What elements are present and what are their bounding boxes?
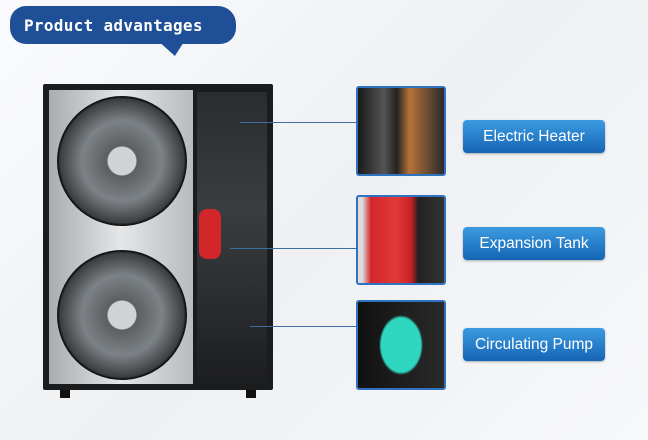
tank-in-unit <box>199 209 221 259</box>
connector-line <box>240 122 356 123</box>
unit-leg <box>60 390 70 398</box>
expansion-tank-photo <box>356 195 446 285</box>
feature-label-electric-heater: Electric Heater <box>463 120 605 153</box>
feature-label-expansion-tank: Expansion Tank <box>463 227 605 260</box>
heat-pump-unit-image <box>43 84 273 390</box>
connector-line <box>250 326 356 327</box>
top-fan-icon <box>57 96 187 226</box>
electric-heater-photo <box>356 86 446 176</box>
product-advantages-banner: Product advantages <box>10 6 236 44</box>
circulating-pump-photo <box>356 300 446 390</box>
banner-tail <box>157 40 191 56</box>
bottom-fan-icon <box>57 250 187 380</box>
banner-title: Product advantages <box>24 15 203 35</box>
connector-line <box>230 248 356 249</box>
unit-leg <box>246 390 256 398</box>
fan-panel <box>49 90 193 384</box>
feature-label-circulating-pump: Circulating Pump <box>463 328 605 361</box>
